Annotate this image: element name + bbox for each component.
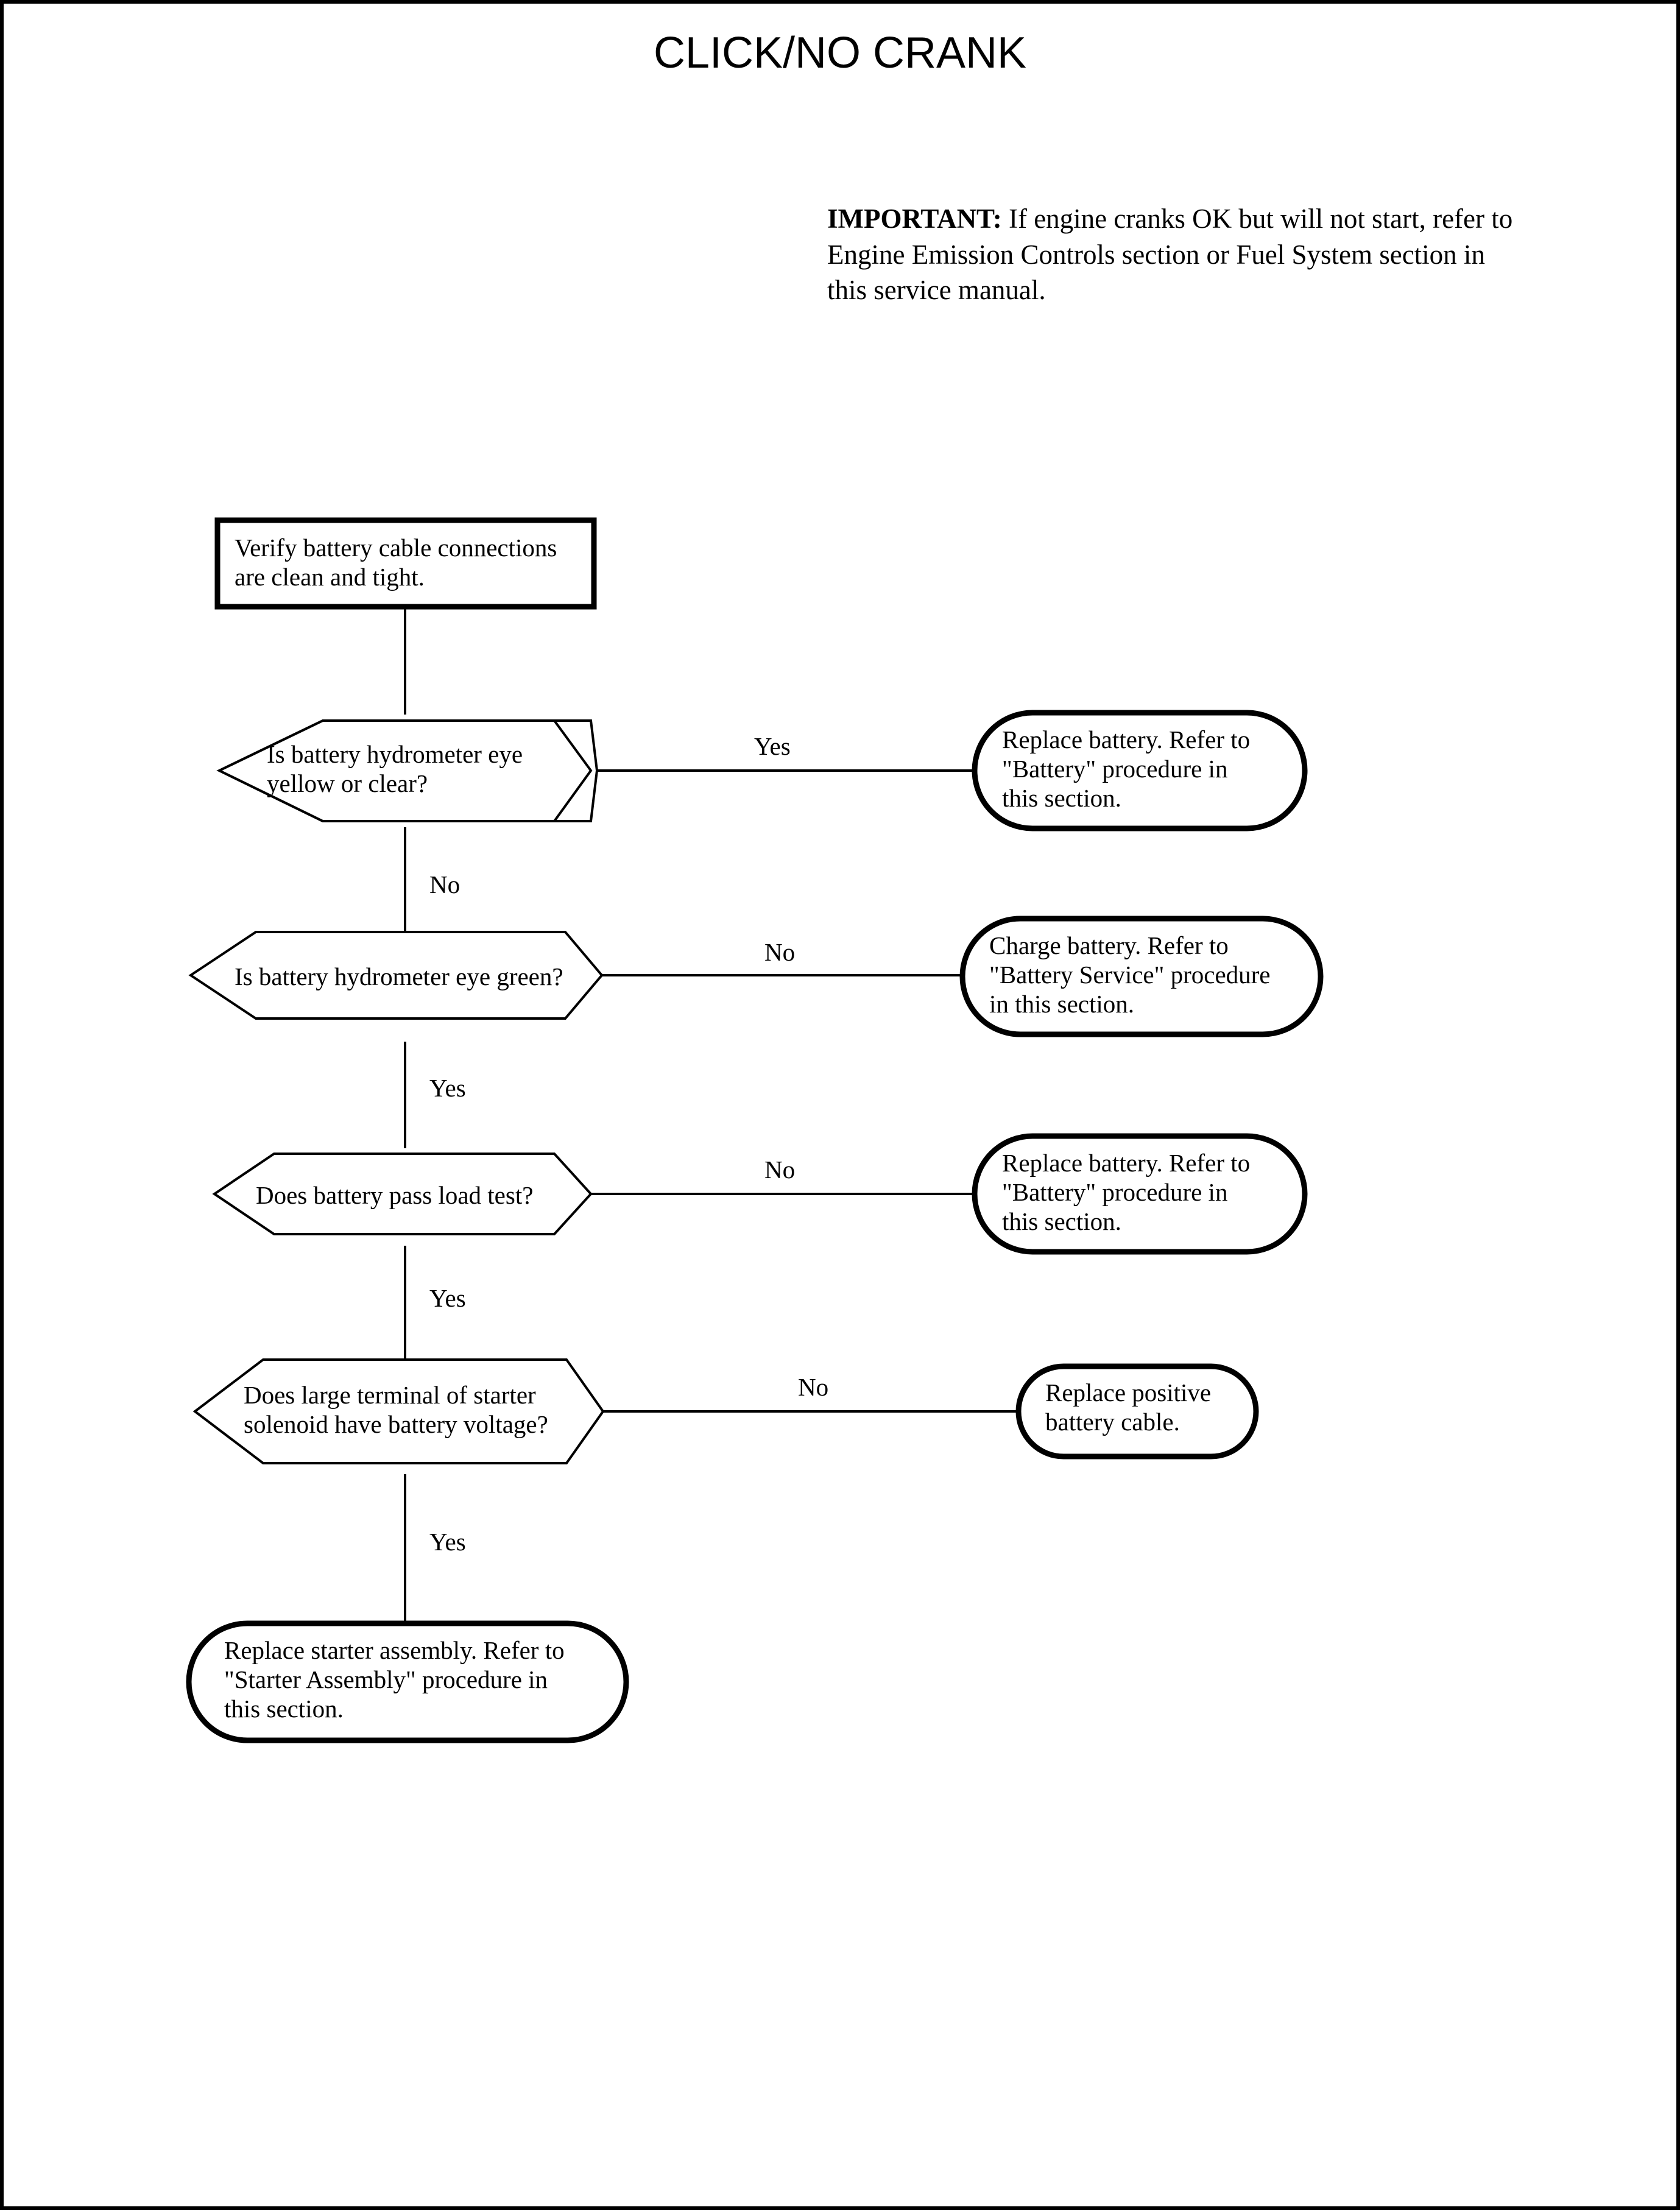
terminator1-line-1: Replace battery. Refer to — [1002, 725, 1250, 754]
edge-label-decision1-yes: Yes — [754, 732, 791, 760]
terminator1-line-2: "Battery" procedure in — [1002, 755, 1227, 783]
terminator-charge-battery[interactable] — [959, 916, 1324, 1037]
page-title: CLICK/NO CRANK — [653, 29, 1027, 77]
terminator3-line-3: this section. — [1002, 1207, 1121, 1235]
important-note-lead: IMPORTANT: — [827, 203, 1002, 234]
edge-label-decision4-yes: Yes — [429, 1528, 466, 1556]
decision-battery-pass-load-test[interactable] — [212, 1153, 593, 1235]
decision2-line-1: Is battery hydrometer eye green? — [235, 962, 563, 990]
terminator5-line-1: Replace starter assembly. Refer to — [224, 1636, 565, 1664]
edge-label-decision1-no: No — [429, 870, 460, 898]
process-box-line-2: are clean and tight. — [235, 563, 425, 591]
terminator5-line-2: "Starter Assembly" procedure in — [224, 1665, 548, 1693]
decision4-line-1: Does large terminal of starter — [244, 1381, 536, 1409]
terminator1-line-3: this section. — [1002, 784, 1121, 812]
edge-label-decision3-yes: Yes — [429, 1284, 466, 1312]
terminator-replace-battery-1[interactable] — [972, 710, 1308, 831]
terminator3-line-1: Replace battery. Refer to — [1002, 1149, 1250, 1177]
process-box-verify-cables[interactable] — [214, 517, 597, 610]
decision-hydrometer-yellow-or-clear-shape — [216, 719, 593, 822]
important-note: IMPORTANT: If engine cranks OK but will … — [827, 201, 1516, 308]
decision-solenoid-battery-voltage[interactable] — [192, 1358, 605, 1464]
terminator4-line-2: battery cable. — [1045, 1408, 1180, 1436]
decision1-line-2: yellow or clear? — [267, 769, 428, 797]
terminator2-line-3: in this section. — [989, 990, 1134, 1018]
terminator4-line-1: Replace positive — [1045, 1379, 1211, 1407]
decision3-line-1: Does battery pass load test? — [256, 1181, 533, 1209]
edge-label-decision2-no: No — [764, 938, 795, 966]
terminator-replace-battery-2[interactable] — [972, 1133, 1308, 1255]
edge-label-decision4-no: No — [798, 1373, 828, 1401]
edge-label-decision2-yes: Yes — [429, 1074, 466, 1102]
terminator3-line-2: "Battery" procedure in — [1002, 1178, 1227, 1206]
terminator2-line-2: "Battery Service" procedure — [989, 961, 1271, 989]
decision1-line-1: Is battery hydrometer eye — [267, 740, 523, 768]
terminator5-line-3: this section. — [224, 1695, 344, 1723]
terminator-replace-positive-cable[interactable] — [1015, 1363, 1259, 1460]
important-note-body: If engine cranks OK but will not start, … — [827, 203, 1513, 305]
decision-hydrometer-green[interactable] — [188, 931, 604, 1020]
decision4-line-2: solenoid have battery voltage? — [244, 1410, 548, 1438]
terminator-replace-starter-assembly[interactable] — [186, 1620, 629, 1743]
edge-label-decision3-no: No — [764, 1156, 795, 1184]
process-box-line-1: Verify battery cable connections — [235, 534, 557, 562]
terminator2-line-1: Charge battery. Refer to — [989, 931, 1229, 959]
